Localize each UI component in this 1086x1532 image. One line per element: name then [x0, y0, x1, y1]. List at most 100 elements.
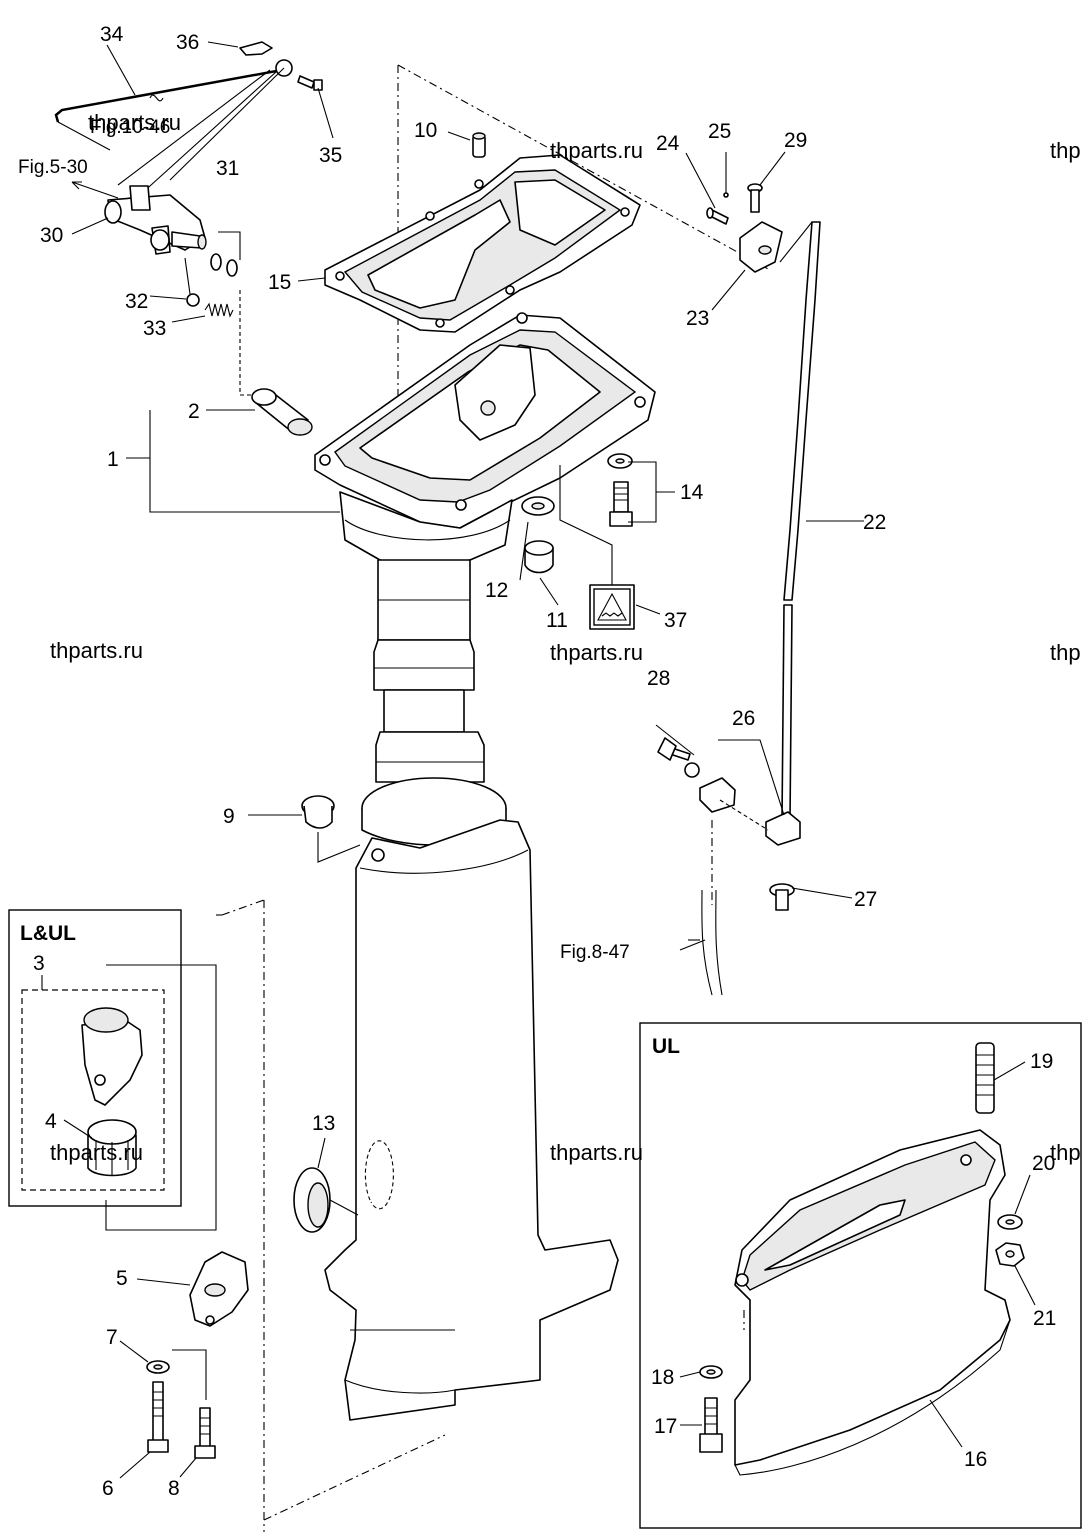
leader-31 [239, 290, 268, 396]
callout-34: 34 [100, 23, 124, 46]
watermark: thparts.ru [50, 1140, 143, 1165]
lower-housing [324, 777, 619, 1421]
part-14-washer [607, 453, 633, 469]
callout-26: 26 [732, 707, 755, 730]
part-17-bolt [699, 1397, 723, 1453]
callout-33: 33 [143, 317, 166, 340]
part-31-orings [210, 231, 241, 277]
callout-14: 14 [680, 481, 704, 504]
callout-29: 29 [784, 129, 807, 152]
part-23-bracket [739, 221, 783, 273]
watermarks: thparts.ru thparts.ru thparts.ru thparts… [50, 110, 1081, 1165]
callout-numbers: 1 2 3 4 5 6 7 8 9 10 11 12 13 14 15 16 1… [33, 23, 1056, 1500]
callout-21: 21 [1033, 1307, 1056, 1330]
ref-fig-5-30: Fig.5-30 [18, 157, 88, 178]
callout-36: 36 [176, 31, 199, 54]
callout-28: 28 [647, 667, 670, 690]
part-30-throttle-cam [104, 185, 207, 255]
part-36-clip [239, 41, 273, 56]
ref-fig-10-46: Fig.10-46 [90, 117, 170, 138]
part-1-upper-casing [314, 312, 656, 566]
watermark: thparts.ru [550, 138, 643, 163]
part-26-clamp [699, 739, 801, 846]
cable-to-fig-8-47 [701, 889, 723, 996]
watermark: thparts.ru [88, 110, 181, 135]
callout-2: 2 [188, 400, 200, 423]
leader-bottom [263, 1434, 446, 1521]
box-ul [639, 1022, 1082, 1529]
part-34-rod [54, 68, 283, 151]
part-33-spring [204, 302, 234, 318]
part-9-plug [301, 795, 361, 863]
part-8-bolt [194, 1407, 216, 1459]
part-2-bushing [251, 388, 313, 436]
leader-7-8 [172, 1349, 207, 1400]
part-35-bolt [297, 75, 323, 91]
callout-31: 31 [216, 157, 239, 180]
part-22-rod [779, 221, 821, 821]
callout-18: 18 [651, 1366, 674, 1389]
callout-9: 9 [223, 805, 235, 828]
callout-leaders [41, 41, 1036, 1479]
part-19-stud [975, 1042, 995, 1114]
part-11-nut [524, 540, 554, 574]
part-12-washer [521, 496, 555, 516]
leader-3-4-5 [105, 964, 217, 1231]
part-13-grommet [293, 1167, 359, 1233]
part-27-grommet [769, 883, 795, 911]
callout-5: 5 [116, 1267, 128, 1290]
watermark-partial: thp [1050, 1140, 1081, 1165]
drive-shaft-housing-column [373, 559, 485, 783]
ref-fig-8-47: Fig.8-47 [560, 942, 630, 963]
center-line-left-top [221, 899, 265, 916]
callout-15: 15 [268, 271, 291, 294]
part-24-screw [706, 207, 729, 225]
box-label-ul: UL [652, 1035, 680, 1058]
callout-16: 16 [964, 1448, 987, 1471]
part-3-bracket [81, 1007, 143, 1106]
callout-3: 3 [33, 952, 45, 975]
callout-37: 37 [664, 609, 687, 632]
part-14-bolt [609, 481, 633, 527]
callout-35: 35 [319, 144, 342, 167]
callout-25: 25 [708, 120, 731, 143]
rod-end-link [117, 59, 293, 196]
part-6-bolt [147, 1381, 169, 1453]
callout-4: 4 [45, 1110, 57, 1133]
watermark-partial: thp [1050, 640, 1081, 665]
part-10-pin [472, 132, 486, 158]
callout-7: 7 [106, 1326, 118, 1349]
ref-fig-5-30-arrow [71, 181, 119, 199]
callout-17: 17 [654, 1415, 677, 1438]
part-28-screw [657, 737, 700, 778]
callout-19: 19 [1030, 1050, 1053, 1073]
part-16-extension [734, 1129, 1011, 1476]
leader-28 [655, 724, 695, 756]
watermark: thparts.ru [550, 640, 643, 665]
callout-11: 11 [546, 609, 568, 632]
part-4-nut [87, 1119, 137, 1177]
part-37-warning-label [589, 584, 635, 630]
callout-1: 1 [107, 448, 119, 471]
leader-30-32 [184, 257, 191, 295]
callout-8: 8 [168, 1477, 180, 1500]
callout-27: 27 [854, 888, 877, 911]
callout-22: 22 [863, 511, 886, 534]
part-32-ball [186, 293, 200, 307]
box-l-ul-sub [21, 989, 165, 1191]
watermark-partial: thp [1050, 138, 1081, 163]
callout-20: 20 [1032, 1152, 1055, 1175]
part-25-pin-head [723, 192, 729, 198]
part-20-washer [997, 1214, 1023, 1230]
callout-13: 13 [312, 1112, 335, 1135]
part-7-washer [146, 1360, 170, 1374]
box-label-l-ul: L&UL [20, 922, 76, 945]
watermark: thparts.ru [50, 638, 143, 663]
leader-37 [559, 465, 613, 585]
callout-6: 6 [102, 1477, 114, 1500]
callout-24: 24 [656, 132, 680, 155]
box-l-ul [8, 909, 182, 1207]
part-18-washer [699, 1365, 723, 1379]
callout-10: 10 [414, 119, 437, 142]
